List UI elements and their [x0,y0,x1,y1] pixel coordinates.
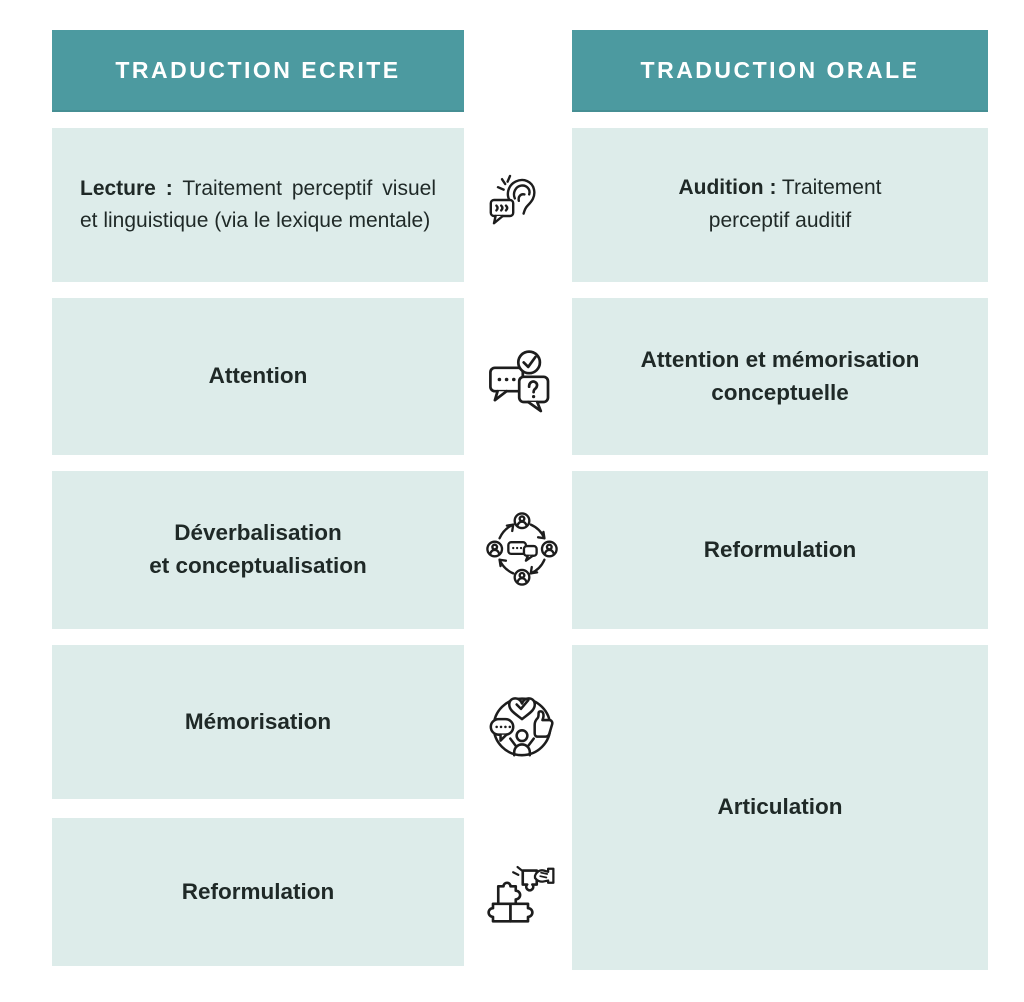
cell-audition-text: Audition : Traitement perceptif auditif [644,172,915,237]
puzzle-assembly-icon [486,860,556,930]
header-traduction-ecrite: TRADUCTION ECRITE [52,30,464,112]
listening-ear-icon [486,168,550,232]
cell-articulation-label: Articulation [717,794,843,820]
discussion-cycle-icon [483,510,561,588]
cell-memorisation-label: Mémorisation [184,708,332,734]
cell-deverbalisation: Déverbalisation et conceptualisation [52,471,464,629]
header-traduction-orale-label: TRADUCTION ORALE [640,56,920,83]
cell-lecture-rest: Traitement perceptif visuel et linguisti… [80,177,436,232]
header-traduction-ecrite-label: TRADUCTION ECRITE [115,56,401,83]
cell-reformulation-orale-label: Reformulation [703,536,857,562]
comprehension-check-icon [485,348,557,420]
cell-reformulation-ecrite: Reformulation [52,818,464,966]
cell-lecture-text: Lecture : Traitement perceptif visuel et… [52,173,464,237]
cell-audition-lead: Audition : [678,176,777,200]
cell-attention-memorisation-label: Attention et mémorisation conceptuelle [640,346,920,405]
cell-lecture: Lecture : Traitement perceptif visuel et… [52,128,464,282]
cell-audition: Audition : Traitement perceptif auditif [572,128,988,282]
cell-reformulation-ecrite-label: Reformulation [181,878,335,904]
cell-lecture-lead: Lecture : [80,177,173,201]
cell-attention-memorisation: Attention et mémorisation conceptuelle [572,298,988,455]
cell-deverbalisation-label: Déverbalisation et conceptualisation [149,520,367,578]
cell-attention: Attention [52,298,464,455]
cell-audition-rest: Traitement perceptif auditif [708,176,882,232]
header-traduction-orale: TRADUCTION ORALE [572,30,988,112]
cell-attention-label: Attention [208,363,308,389]
cell-memorisation: Mémorisation [52,645,464,799]
cell-articulation: Articulation [572,645,988,970]
positive-feedback-icon [483,684,561,762]
cell-reformulation-orale: Reformulation [572,471,988,629]
